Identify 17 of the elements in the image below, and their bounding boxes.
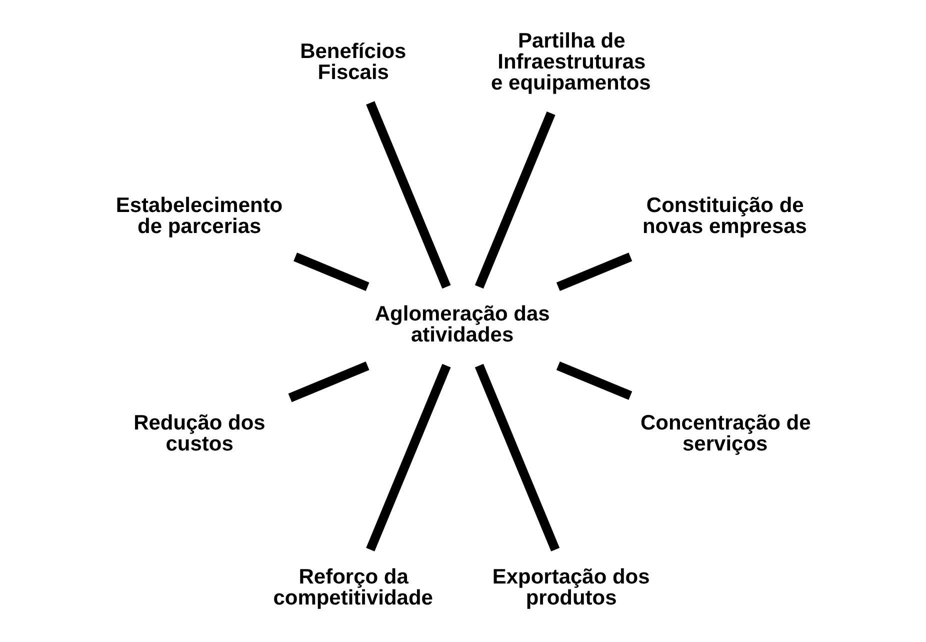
node-text: Reforço da competitividade <box>272 566 432 610</box>
node-text: Constituição de novas empresas <box>642 194 806 238</box>
node-text: Exportação dos produtos <box>492 566 650 610</box>
connector <box>556 362 632 400</box>
connector <box>556 252 632 291</box>
connector <box>288 362 369 402</box>
connector <box>293 252 369 291</box>
node-text: Redução dos custos <box>133 412 265 456</box>
node-text: Aglomeração das atividades <box>374 302 550 347</box>
connector <box>474 364 560 552</box>
node-text: Benefícios Fiscais <box>300 40 406 84</box>
node-text: Partilha de Infraestruturas e equipamentos <box>490 29 650 94</box>
connector <box>366 101 450 289</box>
node-text: Estabelecimento de parcerias <box>115 194 282 238</box>
connector <box>474 112 555 289</box>
node-text: Concentração de serviços <box>640 412 810 456</box>
connector <box>366 364 450 552</box>
